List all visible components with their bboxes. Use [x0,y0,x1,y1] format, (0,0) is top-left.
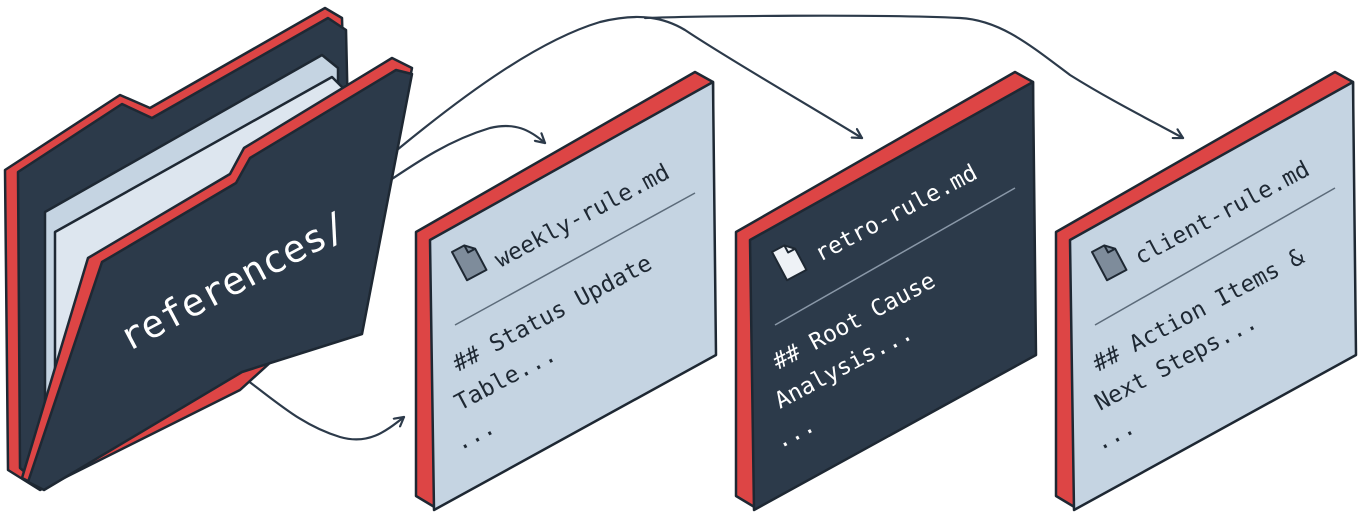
arrow-to-client [643,14,1185,138]
card-retro-face [748,80,1038,512]
card-weekly-rule: weekly-rule.md ## Status Update Table...… [414,70,718,512]
file-icon [1091,244,1128,282]
card-retro-rule: retro-rule.md ## Root Cause Analysis... … [734,70,1038,512]
folder-front [26,68,414,492]
arrow-to-weekly-bottom [238,373,406,441]
connector-arrows [238,14,1185,441]
file-icon [451,244,488,282]
card-retro-divider [774,187,1016,326]
references-folder: references/ [3,6,414,492]
card-weekly-divider [454,192,696,326]
card-weekly-face [428,80,718,512]
card-client-rule: client-rule.md ## Action Items & Next St… [1054,70,1358,512]
card-client-face [1068,80,1358,512]
card-client-divider [1094,187,1336,326]
file-icon [771,244,808,282]
arrow-to-weekly-top [381,124,547,187]
